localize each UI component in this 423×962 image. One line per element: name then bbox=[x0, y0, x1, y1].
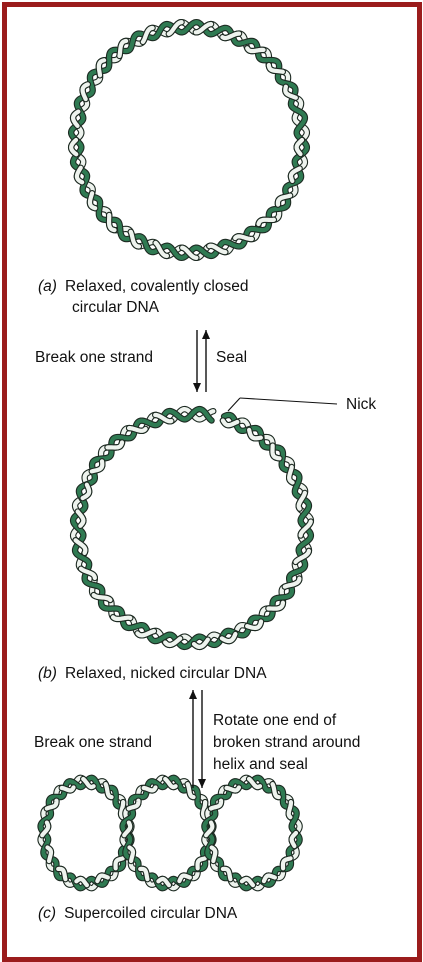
supercoiled-circular-dna bbox=[41, 778, 300, 888]
step1-break-label: Break one strand bbox=[35, 348, 153, 367]
nick-pointer-stub bbox=[228, 398, 240, 411]
caption-c: (c) Supercoiled circular DNA bbox=[38, 904, 237, 923]
green-strand-outline bbox=[41, 778, 132, 888]
step2-rotate-line2: broken strand around bbox=[213, 733, 360, 752]
light-strand-over bbox=[247, 48, 263, 51]
step1-down-arrowhead bbox=[193, 383, 201, 392]
relaxed-nicked-circular-dna bbox=[73, 409, 311, 647]
light-strand-over bbox=[129, 428, 145, 431]
step1-seal-label: Seal bbox=[216, 348, 247, 367]
light-strand-over bbox=[223, 421, 237, 426]
caption-b-line1: Relaxed, nicked circular DNA bbox=[65, 665, 267, 682]
caption-a-letter: (a) bbox=[38, 278, 57, 295]
light-strand-over bbox=[235, 236, 252, 239]
caption-a-line1: Relaxed, covalently closed bbox=[65, 278, 249, 295]
nick-pointer-line bbox=[240, 398, 337, 404]
step1-up-arrowhead bbox=[202, 330, 210, 339]
light-strand-over bbox=[113, 617, 130, 619]
step2-rotate-line3: helix and seal bbox=[213, 755, 308, 774]
caption-c-line1: Supercoiled circular DNA bbox=[64, 905, 237, 922]
step2-break-label: Break one strand bbox=[34, 733, 152, 752]
light-strand-over bbox=[227, 787, 239, 790]
step2-rotate-line1: Rotate one end of bbox=[213, 711, 336, 730]
step2-down-arrowhead bbox=[198, 779, 206, 788]
relaxed-closed-circular-dna bbox=[71, 22, 307, 258]
light-strand-over bbox=[289, 802, 291, 817]
caption-a: (a) Relaxed, covalently closed bbox=[38, 277, 248, 296]
green-strand-outline bbox=[123, 778, 214, 888]
caption-b: (b) Relaxed, nicked circular DNA bbox=[38, 664, 267, 683]
caption-c-letter: (c) bbox=[38, 905, 56, 922]
caption-a-line2: circular DNA bbox=[72, 298, 159, 317]
light-strand-over bbox=[62, 787, 74, 790]
step2-up-arrowhead bbox=[189, 690, 197, 699]
caption-b-letter: (b) bbox=[38, 665, 57, 682]
green-strand-outline bbox=[204, 778, 299, 888]
light-strand-over bbox=[144, 787, 156, 790]
nick-label: Nick bbox=[346, 395, 376, 414]
